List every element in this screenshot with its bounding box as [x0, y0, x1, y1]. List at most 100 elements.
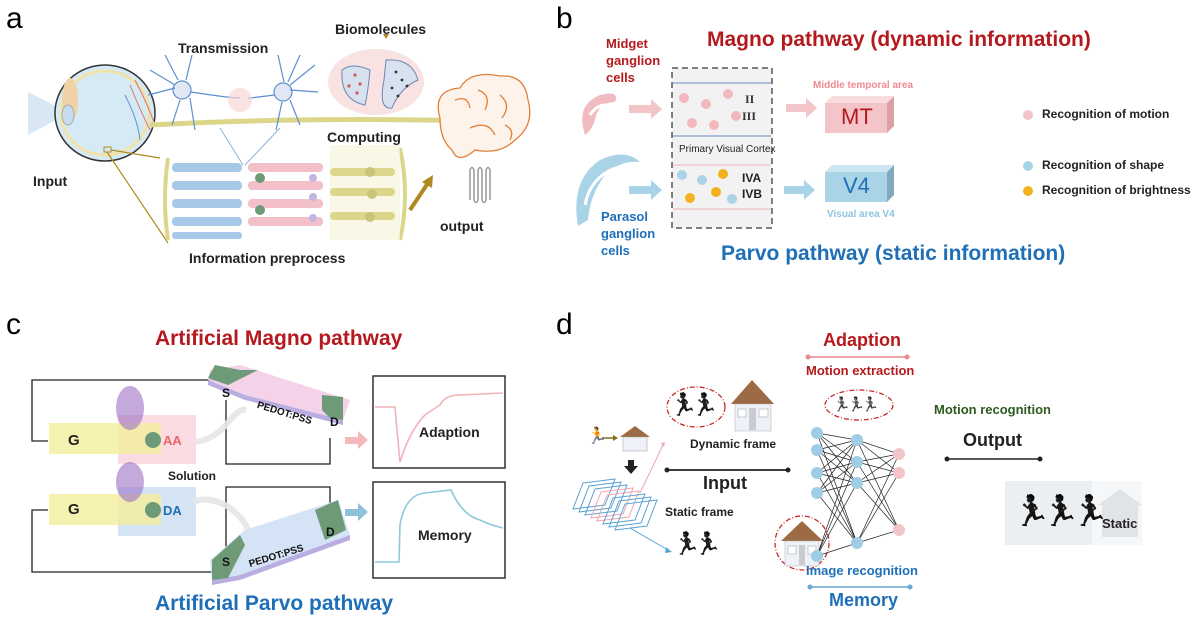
network-edge [816, 492, 858, 544]
network-edge [816, 482, 858, 494]
network-node [851, 477, 863, 489]
network-edge [816, 432, 858, 544]
legend-shape-dot [1023, 161, 1033, 171]
v4-area-label: Visual area V4 [827, 209, 895, 220]
panel-b-label: b [556, 2, 573, 35]
static-house-circle [774, 515, 830, 571]
legend-brightness-dot [1023, 186, 1033, 196]
house-small-icon [620, 426, 650, 452]
computing-label: Computing [327, 129, 401, 145]
memory-arrow [345, 503, 368, 521]
static-label: Static [1102, 516, 1138, 531]
network-edge [816, 461, 858, 474]
motion-recognition-label: Motion recognition [934, 402, 1051, 417]
network-node [851, 434, 863, 446]
legend-motion-dot [1023, 110, 1033, 120]
retinal-cells [172, 127, 395, 239]
layer-iva: IVA [742, 171, 762, 185]
network-edge [856, 439, 900, 474]
legend-shape-label: Recognition of shape [1042, 158, 1165, 172]
adaption-label: Adaption [823, 330, 901, 350]
memory-curve [375, 489, 504, 563]
network-edge [856, 453, 900, 463]
memory-label: Memory [829, 590, 899, 610]
memory-box-label: Memory [418, 527, 472, 543]
gate-bottom-label: G [68, 501, 80, 518]
network-edges [816, 432, 900, 557]
output-label: output [440, 218, 484, 234]
dynamic-frame-arrow [639, 444, 664, 494]
layer-ii: II [745, 92, 755, 106]
network-nodes [811, 427, 905, 562]
shape-brightness-dots [677, 169, 737, 204]
network-edge [816, 472, 858, 544]
source-top-label: S [222, 386, 231, 400]
adaption-box-label: Adaption [419, 424, 480, 440]
adaption-plot-box [372, 375, 506, 469]
panel-c-label: c [6, 308, 21, 341]
network-edge [856, 482, 900, 531]
network-edge [856, 529, 900, 544]
drain-bottom-label: D [326, 525, 335, 539]
parvo-pathway-title: Parvo pathway (static information) [721, 242, 1066, 265]
network-edge [856, 439, 900, 531]
magno-pathway-title: Magno pathway (dynamic information) [707, 28, 1091, 51]
parvo-arrow-in [629, 180, 662, 200]
runners-extracted-icon: 🏃🏃🏃 [833, 396, 879, 412]
light-input-icon [28, 92, 60, 135]
channel-bottom-label: PEDOT:PSS [247, 542, 306, 571]
network-node [811, 487, 823, 499]
network-node [893, 448, 905, 460]
output-signal-icon [469, 166, 491, 204]
network-node [811, 467, 823, 479]
neuron-icon [147, 54, 319, 131]
runners-static-icon: 🏃🏃 [673, 531, 722, 556]
motion-dots [679, 89, 741, 130]
artificial-parvo-title: Artificial Parvo pathway [155, 592, 394, 615]
runners-dynamic-icon: 🏃🏃 [670, 392, 719, 417]
network-edge [856, 472, 900, 544]
v4-box-label: V4 [843, 173, 870, 198]
network-node [851, 456, 863, 468]
output-label: Output [963, 430, 1022, 450]
network-edge [816, 449, 858, 484]
parvo-arrow-out [784, 180, 815, 200]
transmission-label: Transmission [178, 40, 269, 56]
gate-top-label: G [68, 432, 80, 449]
network-edge [816, 449, 858, 544]
down-arrow-icon [624, 460, 638, 474]
network-edge [816, 439, 858, 474]
network-edge [816, 439, 858, 557]
source-bottom-label: S [222, 555, 231, 569]
midget-cell-icon [582, 93, 616, 135]
dynamic-frame-label: Dynamic frame [690, 437, 777, 451]
network-node [811, 427, 823, 439]
network-edge [816, 439, 858, 451]
panel-a-label: a [6, 2, 23, 35]
magno-arrow-in [629, 99, 662, 119]
legend-motion-label: Recognition of motion [1042, 107, 1170, 121]
image-recognition-label: Image recognition [806, 563, 918, 578]
network-edge [816, 472, 858, 484]
adaption-arrow [345, 431, 368, 449]
wire-gate-source-bottom [31, 509, 226, 573]
network-edge [816, 432, 858, 441]
aa-solution-chamber [49, 386, 196, 464]
legend-brightness-label: Recognition of brightness [1042, 183, 1191, 197]
house-static-icon [781, 521, 823, 567]
network-edge [856, 461, 900, 474]
layer-iii: III [742, 109, 757, 123]
artificial-magno-title: Artificial Magno pathway [155, 327, 403, 350]
mt-box-label: MT [841, 104, 873, 129]
magno-arrow-out [786, 98, 817, 118]
network-edge [816, 432, 858, 484]
network-edge [816, 439, 858, 494]
cortex-label: Primary Visual Cortex [679, 144, 776, 155]
output-arrow [408, 181, 430, 212]
network-edge [816, 461, 858, 557]
network-edge [816, 449, 858, 463]
video-frames-stack [572, 478, 658, 531]
network-node [893, 524, 905, 536]
